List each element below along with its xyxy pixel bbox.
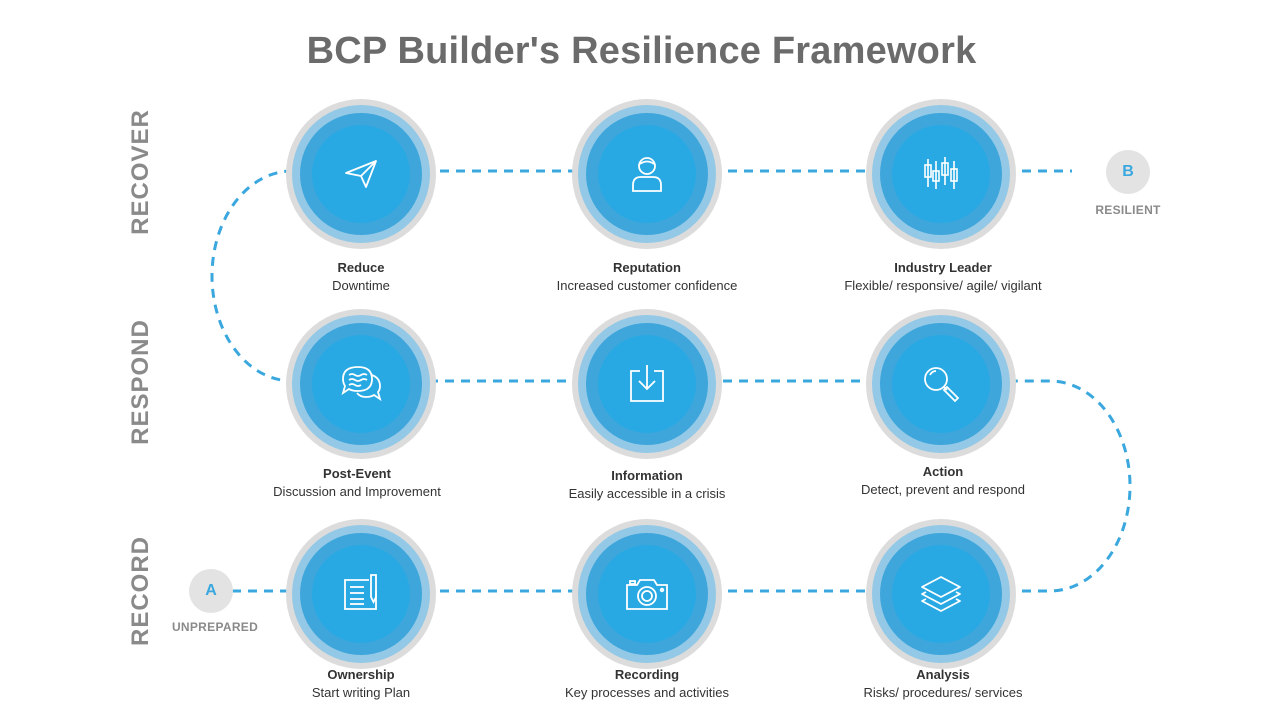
paper-plane-icon	[345, 160, 377, 188]
node-desc: Flexible/ responsive/ agile/ vigilant	[844, 278, 1042, 293]
camera-icon	[626, 579, 668, 610]
node-label-analysis: Analysis Risks/ procedures/ services	[813, 666, 1073, 702]
candlestick-icon	[924, 157, 958, 189]
layers-icon	[921, 576, 961, 612]
node-recording	[572, 519, 722, 669]
node-name: Ownership	[327, 667, 395, 682]
node-name: Industry Leader	[894, 260, 992, 275]
node-label-reputation: Reputation Increased customer confidence	[517, 259, 777, 295]
user-icon	[632, 157, 662, 192]
node-desc: Start writing Plan	[311, 685, 411, 700]
path-segment	[210, 169, 296, 383]
node-reputation	[572, 99, 722, 249]
end-point: B	[1106, 150, 1150, 194]
node-name: Analysis	[916, 667, 970, 682]
node-label-industry-leader: Industry Leader Flexible/ responsive/ ag…	[813, 259, 1073, 295]
node-desc: Detect, prevent and respond	[860, 482, 1026, 497]
node-analysis	[866, 519, 1016, 669]
page-title: BCP Builder's Resilience Framework	[306, 30, 977, 72]
node-ownership	[286, 519, 436, 669]
node-label-recording: Recording Key processes and activities	[517, 666, 777, 702]
node-label-post-event: Post-Event Discussion and Improvement	[227, 465, 487, 501]
node-name: Post-Event	[323, 466, 391, 481]
node-label-ownership: Ownership Start writing Plan	[231, 666, 491, 702]
node-name: Recording	[614, 667, 680, 682]
node-desc: Increased customer confidence	[556, 278, 738, 293]
node-name: Action	[922, 464, 964, 479]
download-box-icon	[630, 365, 664, 402]
node-label-information: Information Easily accessible in a crisi…	[517, 467, 777, 503]
node-name: Reputation	[613, 260, 681, 275]
node-desc: Key processes and activities	[564, 685, 730, 700]
node-desc: Downtime	[332, 278, 390, 293]
node-desc: Easily accessible in a crisis	[568, 486, 726, 501]
node-desc: Risks/ procedures/ services	[863, 685, 1023, 700]
chat-bubbles-icon	[341, 366, 382, 402]
document-pen-icon	[344, 574, 377, 610]
node-label-action: Action Detect, prevent and respond	[813, 463, 1073, 499]
node-action	[866, 309, 1016, 459]
node-information	[572, 309, 722, 459]
node-industry-leader	[866, 99, 1016, 249]
end-label: RESILIENT	[1095, 203, 1161, 217]
node-label-reduce: Reduce Downtime	[231, 259, 491, 295]
node-post-event	[286, 309, 436, 459]
node-desc: Discussion and Improvement	[273, 484, 441, 499]
start-label: UNPREPARED	[171, 620, 259, 634]
node-name: Information	[611, 468, 683, 483]
node-name: Reduce	[337, 260, 385, 275]
start-point: A	[189, 569, 233, 613]
node-reduce	[286, 99, 436, 249]
magnifier-icon	[924, 367, 960, 403]
